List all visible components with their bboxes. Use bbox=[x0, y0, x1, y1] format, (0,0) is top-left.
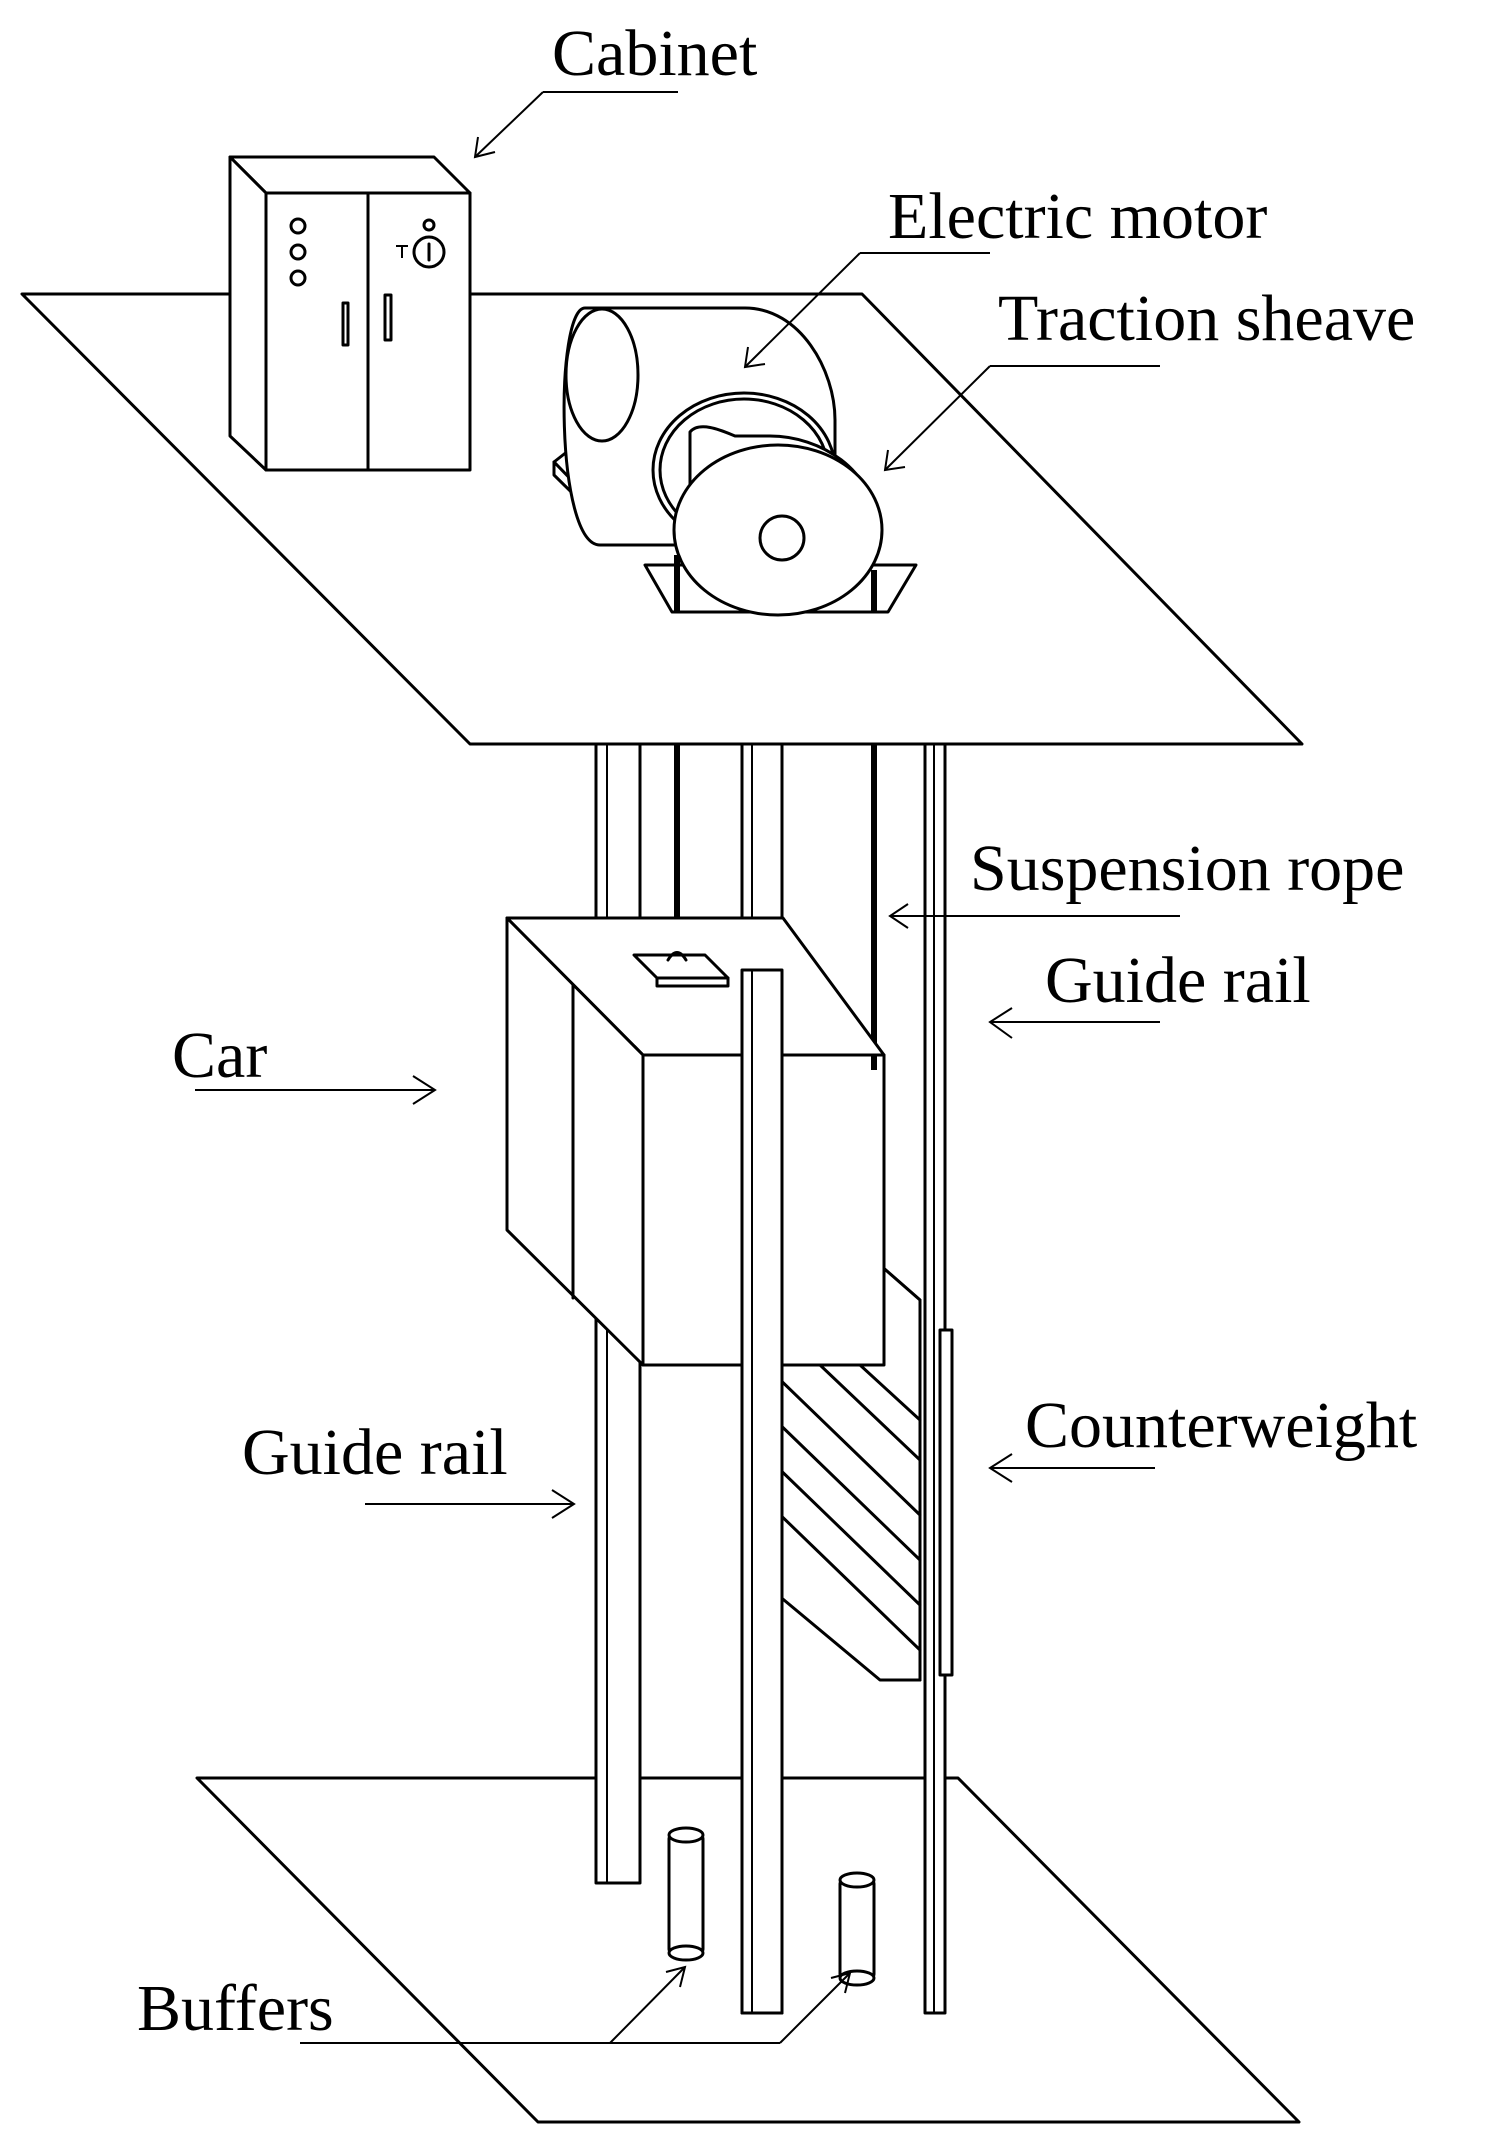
suspension-rope-arrow bbox=[888, 903, 1180, 929]
traction-sheave-arrow bbox=[883, 365, 1160, 472]
car-label: Car bbox=[172, 1019, 267, 1092]
car-arrow bbox=[195, 1075, 437, 1105]
cabinet-arrow bbox=[473, 91, 678, 159]
guide-rail-left-label: Guide rail bbox=[242, 1416, 508, 1489]
guide-rail-right-arrow bbox=[988, 1007, 1160, 1039]
traction-sheave-label: Traction sheave bbox=[998, 282, 1415, 355]
buffers-label: Buffers bbox=[137, 1972, 334, 2045]
guide-rail-right-label: Guide rail bbox=[1045, 944, 1311, 1017]
elevator-car bbox=[505, 916, 886, 1367]
electric-motor-label: Electric motor bbox=[888, 180, 1267, 253]
buffers-arrow bbox=[300, 1965, 852, 2044]
buffer-left bbox=[667, 1826, 705, 1962]
electric-motor-arrow bbox=[743, 252, 990, 369]
guide-rail-left-arrow bbox=[365, 1489, 576, 1519]
suspension-rope-label: Suspension rope bbox=[970, 832, 1404, 905]
control-cabinet bbox=[228, 155, 472, 472]
buffer-right bbox=[838, 1871, 876, 1987]
counterweight-arrow bbox=[988, 1453, 1155, 1483]
counterweight-label: Counterweight bbox=[1025, 1389, 1417, 1462]
cabinet-label: Cabinet bbox=[552, 17, 757, 90]
center-guide-rail-front bbox=[740, 968, 784, 2015]
traction-machine bbox=[552, 306, 918, 617]
